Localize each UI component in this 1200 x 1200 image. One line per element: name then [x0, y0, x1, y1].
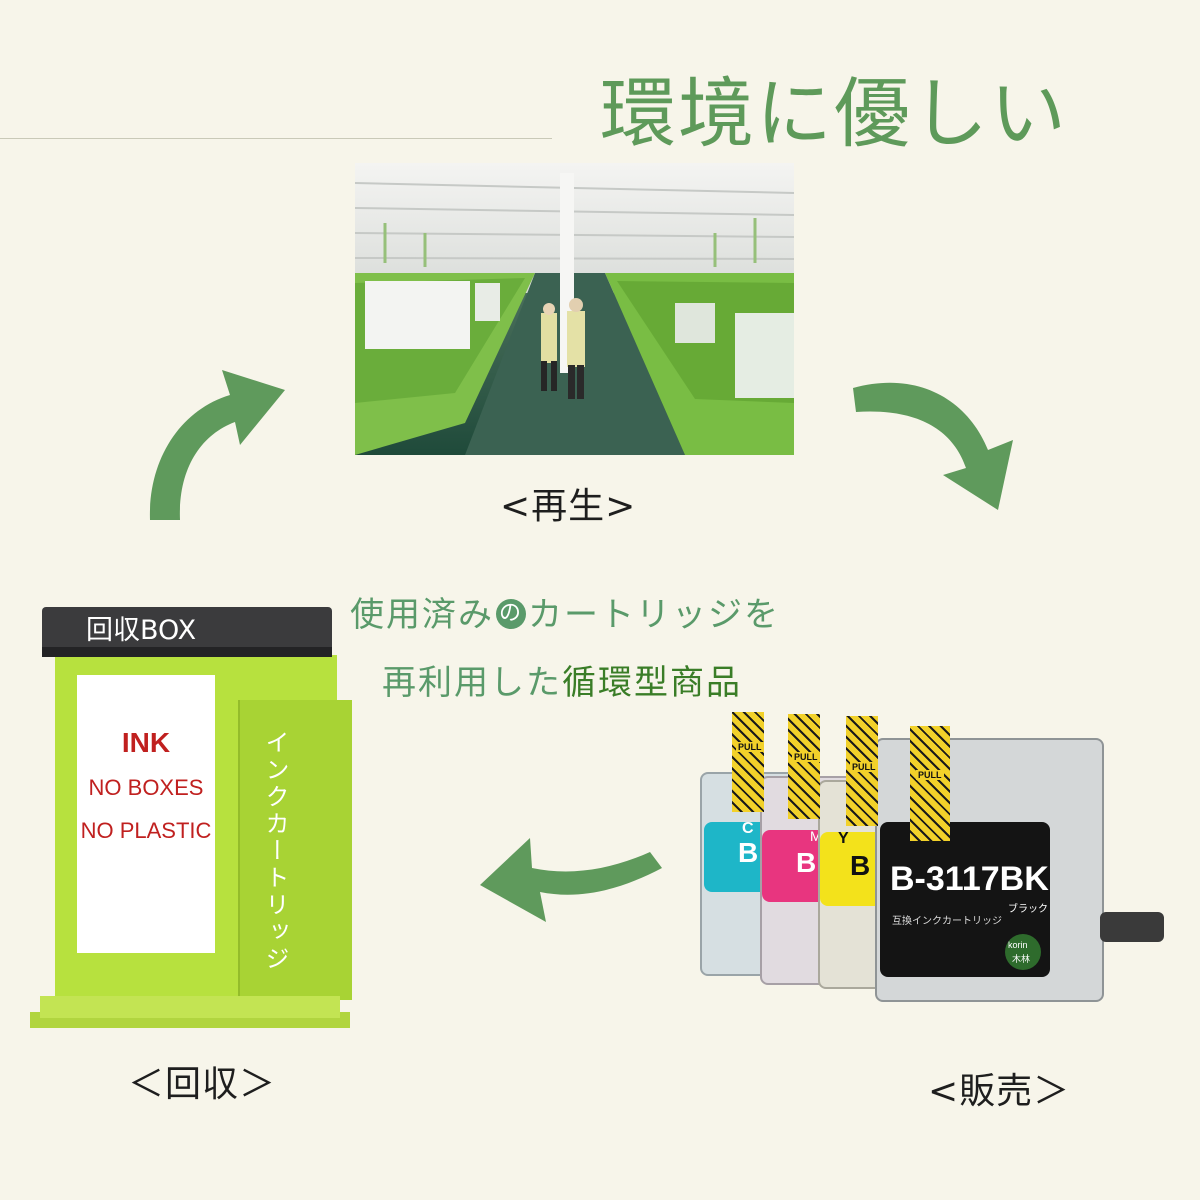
factory-photo — [355, 163, 794, 455]
recycle-box-foot — [40, 996, 340, 1018]
yellow-letter: B — [850, 850, 871, 881]
black-sub-label: ブラック — [1008, 904, 1048, 915]
center-text-part: カートリッジを — [528, 595, 780, 635]
black-main-label: B-3117BK — [890, 860, 1049, 898]
pull-label: PULL — [850, 762, 878, 772]
caption-regenerate: <再生> — [500, 486, 637, 527]
arrow-left-icon — [480, 838, 662, 922]
cartridge-group: B C B M B Y B-3117BK ブラック 互換インクカートリッジ ko… — [690, 712, 1170, 1002]
center-text-line2: 再利用した循環型商品 — [382, 655, 742, 704]
center-text-part: 使用済み — [350, 595, 494, 635]
cyan-letter: B — [738, 837, 759, 868]
pull-tab-cyan — [732, 712, 764, 812]
pull-label: PULL — [916, 770, 944, 780]
brand-name: korin — [1008, 940, 1028, 950]
page-title: 環境に優しい — [600, 69, 1068, 158]
caption-sell: <販売＞ — [928, 1071, 1071, 1112]
pull-tab-magenta — [788, 714, 820, 819]
recycle-box-side-text: インクカートリッジ — [261, 730, 289, 973]
center-text-highlight: 循環型商品 — [562, 663, 742, 703]
title-divider — [0, 138, 552, 139]
cyan-code: C — [742, 820, 754, 837]
magenta-letter: B — [796, 847, 817, 878]
sign-line-1: NO BOXES — [88, 775, 204, 800]
pull-tab-black — [910, 726, 950, 841]
recycle-box-lid-shade — [42, 647, 332, 657]
center-text-part: 再利用した — [382, 663, 562, 703]
sign-line-2: NO PLASTIC — [80, 818, 212, 843]
center-text-line1: 使用済みのカートリッジを — [350, 587, 780, 636]
pull-label: PULL — [736, 742, 764, 752]
yellow-code: Y — [838, 830, 849, 847]
sign-title: INK — [121, 727, 171, 758]
cartridge-black-nozzle — [1100, 912, 1164, 942]
pull-label: PULL — [792, 752, 820, 762]
arrow-up-right-icon — [149, 370, 285, 520]
magenta-code: M — [810, 828, 822, 844]
black-desc: 互換インクカートリッジ — [892, 916, 1002, 927]
arrow-down-right-icon — [853, 382, 1013, 510]
no-badge: の — [496, 598, 526, 629]
recycle-box-label: 回収BOX — [86, 615, 197, 646]
korin-logo-icon — [1005, 934, 1041, 970]
caption-collect: ＜回収＞ — [128, 1064, 277, 1105]
recycle-box-side — [238, 700, 352, 1000]
brand-sub: 木林 — [1012, 955, 1031, 965]
recycle-box-sign — [77, 675, 215, 953]
